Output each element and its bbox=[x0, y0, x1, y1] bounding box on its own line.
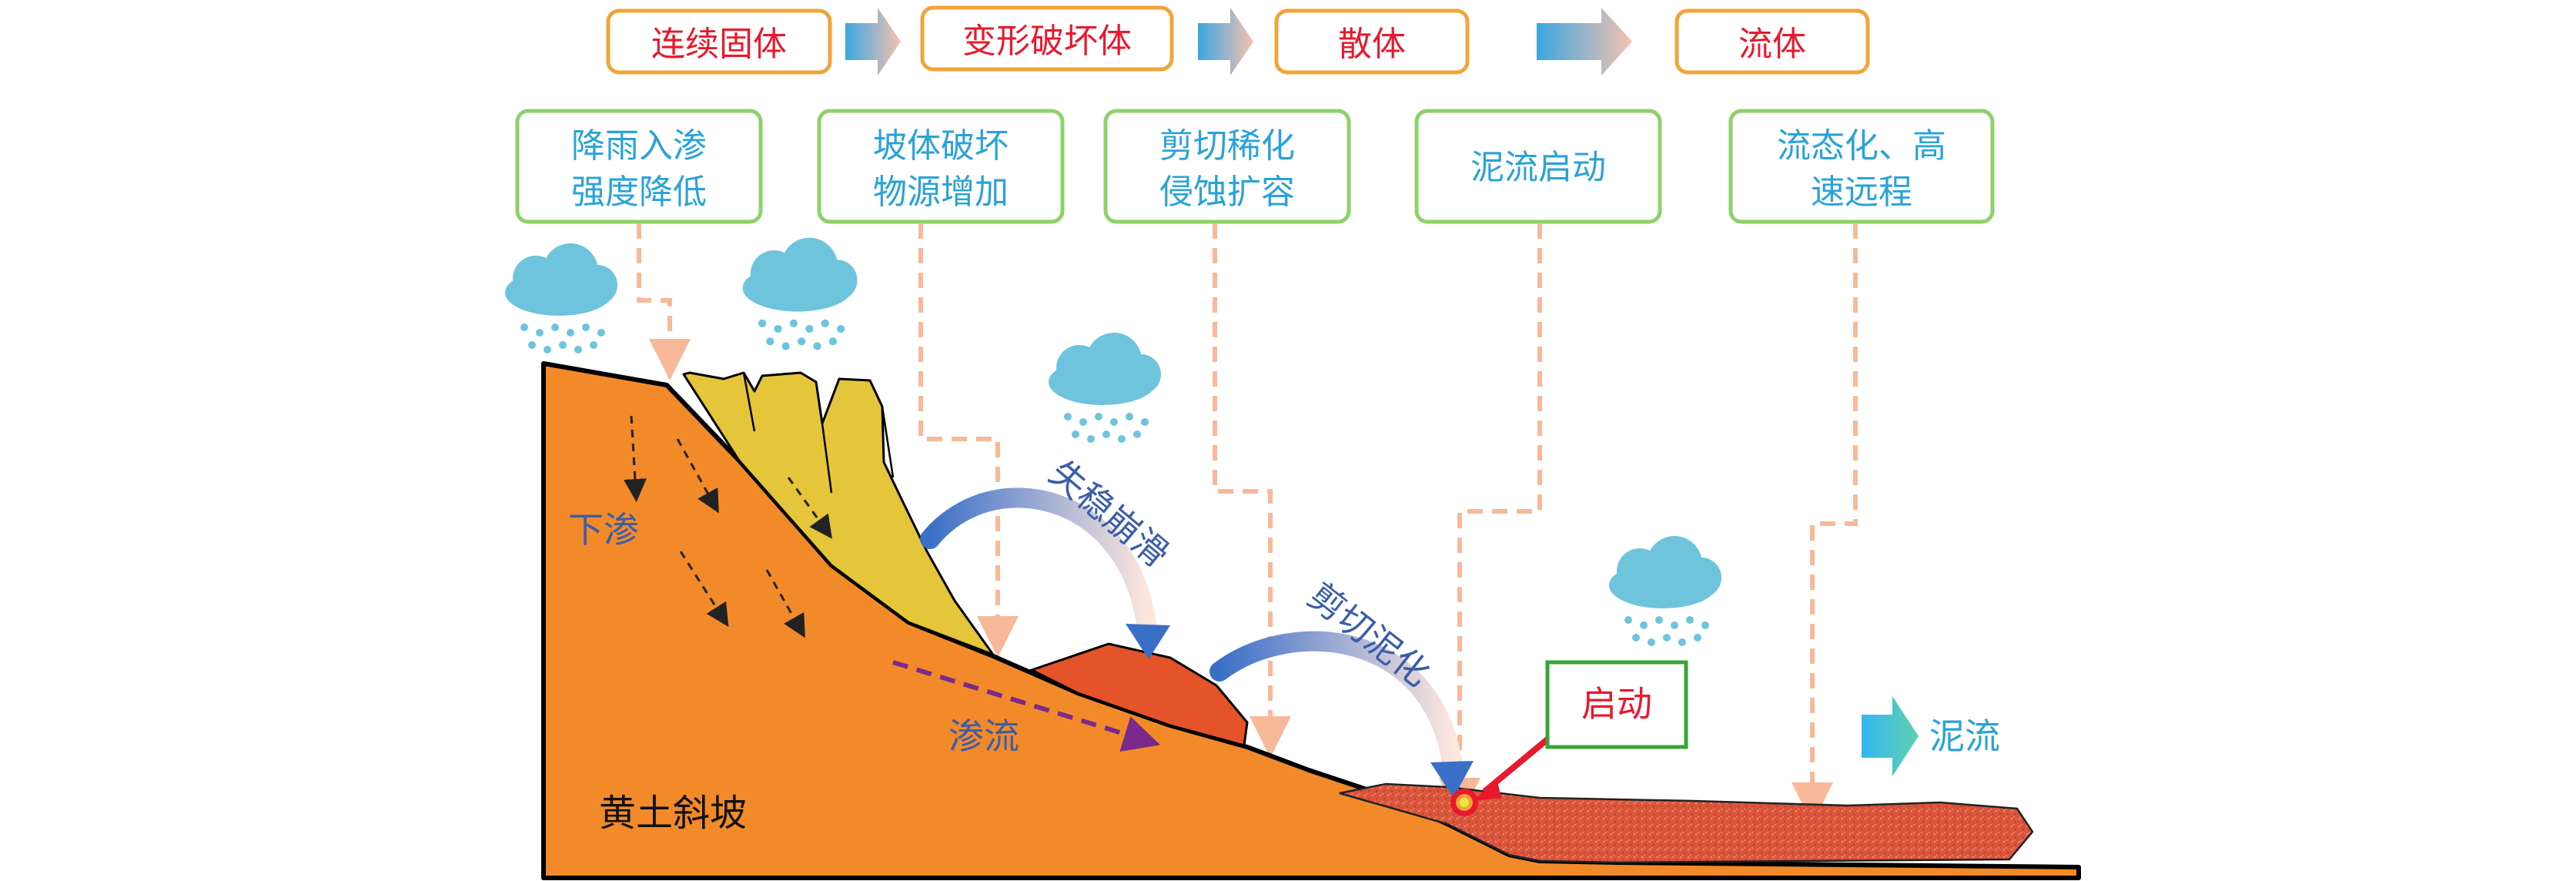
process-line: 侵蚀扩容 bbox=[1159, 173, 1295, 212]
process-line: 降雨入渗 bbox=[571, 126, 707, 166]
curved-arrow-icon bbox=[1209, 631, 1474, 798]
process-box-shear-thinning: 剪切稀化 侵蚀扩容 bbox=[1103, 109, 1351, 224]
stage-label: 变形破坏体 bbox=[962, 22, 1132, 61]
stage-box-deformation: 变形破坏体 bbox=[920, 5, 1174, 72]
loess-blocks bbox=[682, 371, 995, 656]
process-line: 物源增加 bbox=[873, 173, 1009, 212]
process-row: 降雨入渗 强度降低 坡体破坏 物源增加 剪切稀化 侵蚀扩容 泥流启动 流态化、高… bbox=[515, 109, 1995, 224]
process-line: 泥流启动 bbox=[1470, 148, 1606, 187]
connector-rain bbox=[637, 223, 691, 380]
stage-box-fluid: 流体 bbox=[1674, 8, 1870, 75]
infiltration-arrows bbox=[623, 415, 832, 638]
mudflow-label: 泥流 bbox=[1929, 715, 2000, 757]
slope-label: 黄土斜坡 bbox=[599, 792, 747, 835]
seepage-arrow bbox=[892, 660, 1161, 752]
slid-mass bbox=[1029, 642, 1249, 747]
connector-start bbox=[1439, 223, 1542, 819]
arrow-right-icon bbox=[1862, 696, 1919, 776]
seepage-label: 渗流 bbox=[948, 715, 1019, 757]
start-label-box: 启动 bbox=[1545, 660, 1688, 749]
curved-arrow-icon bbox=[920, 487, 1170, 659]
cloud-rain-icon bbox=[1609, 536, 1721, 646]
connector-failure bbox=[918, 223, 1019, 658]
cloud-rain-icon bbox=[1049, 333, 1161, 443]
process-line: 坡体破坏 bbox=[873, 126, 1009, 166]
process-box-slope-failure: 坡体破坏 物源增加 bbox=[817, 109, 1065, 224]
stage-box-continuous-solid: 连续固体 bbox=[606, 8, 832, 75]
infiltration-label: 下渗 bbox=[568, 509, 639, 551]
arrow-right-icon bbox=[845, 8, 901, 75]
process-box-rain-infiltration: 降雨入渗 强度降低 bbox=[515, 109, 763, 224]
connector-shear bbox=[1213, 223, 1291, 758]
start-point-icon bbox=[1450, 736, 1550, 816]
stage-label: 散体 bbox=[1338, 25, 1406, 64]
connector-fluid bbox=[1791, 223, 1858, 824]
cloud-rain-icon bbox=[742, 237, 858, 350]
mud-deposit bbox=[1339, 782, 2034, 864]
process-line: 流态化、高 bbox=[1777, 126, 1946, 166]
stage-label: 流体 bbox=[1738, 25, 1806, 64]
stage-box-granular: 散体 bbox=[1274, 8, 1470, 75]
dashed-connectors bbox=[637, 223, 1858, 824]
process-box-mudflow-start: 泥流启动 bbox=[1414, 109, 1662, 224]
stage-label: 连续固体 bbox=[651, 25, 787, 64]
arrow-right-icon bbox=[1537, 8, 1632, 75]
process-box-fluidization: 流态化、高 速远程 bbox=[1728, 109, 1995, 224]
process-line: 剪切稀化 bbox=[1159, 126, 1295, 166]
process-line: 速远程 bbox=[1811, 173, 1912, 212]
process-line: 强度降低 bbox=[571, 173, 707, 212]
stage-row: 连续固体 变形破坏体 散体 流体 bbox=[606, 5, 1870, 75]
start-label: 启动 bbox=[1581, 683, 1652, 725]
arrow-right-icon bbox=[1198, 8, 1253, 75]
cloud-rain-icon bbox=[505, 243, 617, 353]
